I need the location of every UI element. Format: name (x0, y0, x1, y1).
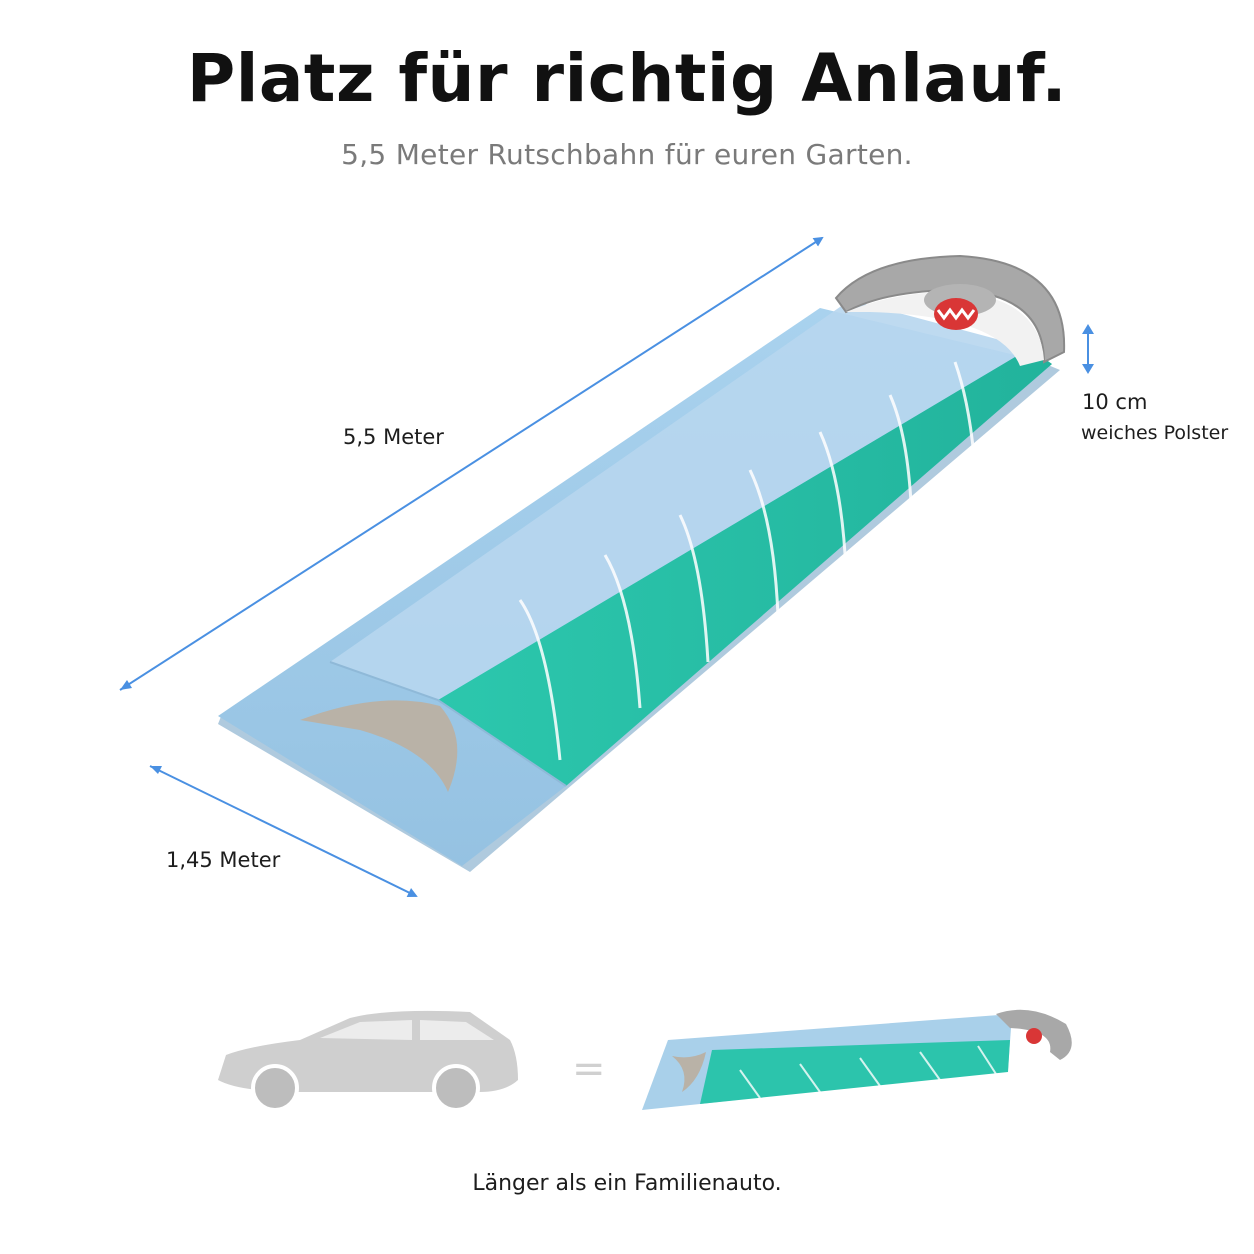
water-jets (518, 361, 978, 761)
comparison-caption: Länger als ein Familienauto. (472, 1171, 782, 1196)
width-label: 1,45 Meter (166, 848, 281, 872)
car-silhouette (218, 1010, 518, 1112)
equals-sign: = (572, 1046, 606, 1092)
length-label: 5,5 Meter (343, 425, 444, 449)
shark-face (924, 284, 996, 330)
small-slide (642, 1009, 1072, 1110)
height-arrow (1082, 324, 1094, 374)
width-arrow (149, 765, 418, 897)
shark-tail (300, 700, 458, 792)
head-cushion (834, 254, 1066, 364)
page-title: Platz für richtig Anlauf. (186, 40, 1068, 117)
padding-value-label: 10 cm (1082, 390, 1148, 414)
padding-desc-label: weiches Polster (1081, 422, 1229, 444)
length-arrow (119, 236, 824, 691)
page-subtitle: 5,5 Meter Rutschbahn für euren Garten. (341, 138, 913, 171)
water-slide (218, 254, 1066, 872)
